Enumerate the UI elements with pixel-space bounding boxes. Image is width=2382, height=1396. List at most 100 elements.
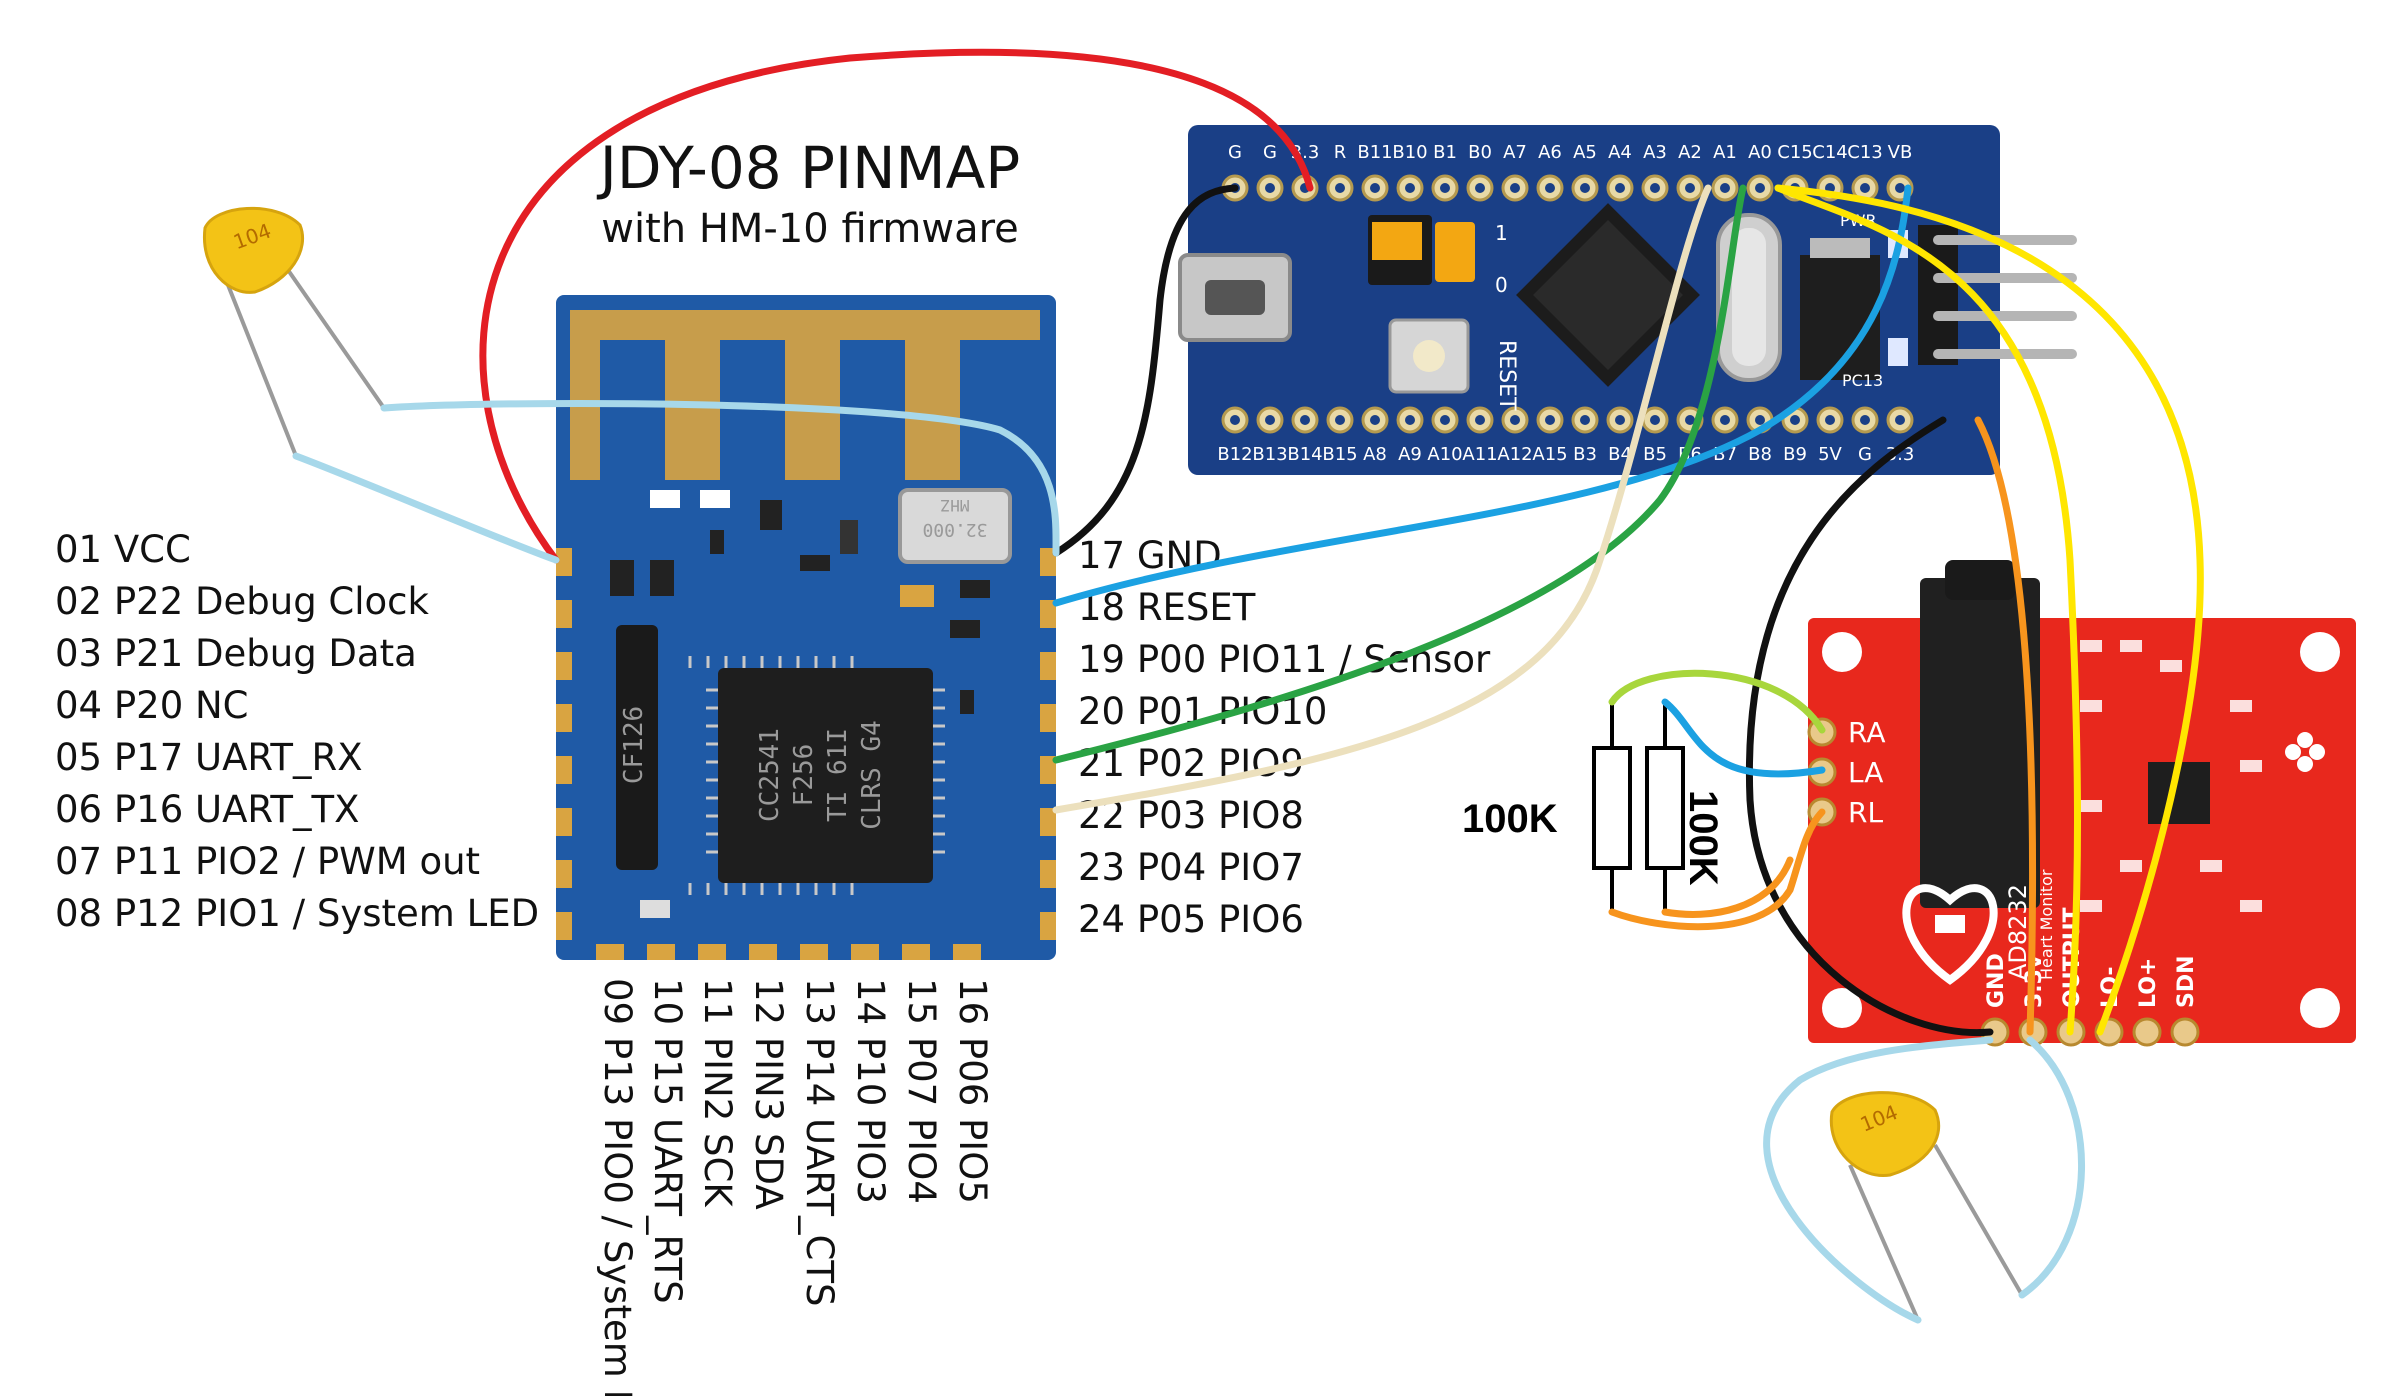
pin-label: 13 P14 UART_CTS: [798, 978, 841, 1306]
stm32-pin-label: C13: [1847, 142, 1882, 163]
stm32-pin-label: B15: [1322, 444, 1357, 465]
pad: [1040, 912, 1056, 940]
wire-vcc: [479, 48, 1314, 564]
ecg-board-name: AD8232: [2004, 884, 2032, 980]
jdy08-left-pin-labels: 01 VCC 02 P22 Debug Clock 03 P21 Debug D…: [55, 528, 539, 935]
pin-label: 15 P07 PIO4: [900, 978, 943, 1204]
crystal: 32.000 MHZ: [898, 488, 1012, 564]
pad: [556, 652, 572, 680]
stm32-pin-label: A8: [1363, 444, 1387, 465]
stm32-pin-label: G: [1228, 142, 1242, 163]
stm32-pin-label: VB: [1888, 142, 1913, 163]
pin-label: 23 P04 PIO7: [1078, 846, 1304, 889]
svg-text:32.000: 32.000: [922, 519, 987, 540]
pad: [749, 944, 777, 960]
ecg-input-label-rl: RL: [1848, 796, 1883, 829]
part-label: CF126: [619, 706, 649, 784]
svg-text:F256: F256: [789, 744, 819, 807]
wire-blue-la: [1661, 698, 1826, 778]
stm32-pin-label: B13: [1252, 444, 1287, 465]
pin-label: 10 P15 UART_RTS: [646, 978, 689, 1304]
stm32-pin-label: B12: [1217, 444, 1252, 465]
stm32-pin-label: A5: [1573, 142, 1597, 163]
pad: [1040, 652, 1056, 680]
pad: [556, 912, 572, 940]
pad: [556, 548, 572, 576]
stm32-pin-label: A11: [1462, 444, 1497, 465]
capacitor-right: 104: [1829, 1091, 2024, 1321]
wire-lime-ra: [1608, 669, 1826, 734]
pin-label: 03 P21 Debug Data: [55, 632, 417, 675]
ecg-pin-label: LO+: [2136, 958, 2161, 1008]
jdy08-module: 32.000 MHZ CF126 CC2541 F256 TI 61I CLRS…: [556, 295, 1056, 960]
stm32-pin-label: A4: [1608, 142, 1632, 163]
pin-label: 05 P17 UART_RX: [55, 736, 363, 779]
svg-text:PC13: PC13: [1842, 371, 1883, 390]
svg-text:TI 61I: TI 61I: [823, 728, 853, 822]
stm32-pin-label: B8: [1748, 444, 1772, 465]
wire-orange-rl-2: [1661, 856, 1794, 918]
wire-yellow-1: [1774, 184, 2204, 1036]
pin-label: 04 P20 NC: [55, 684, 249, 727]
stm32-pin-label: A10: [1427, 444, 1462, 465]
pad: [1040, 548, 1056, 576]
pin-label: 18 RESET: [1078, 586, 1256, 629]
pin-label: 14 P10 PIO3: [849, 978, 892, 1204]
resistor-label-2: 100K: [1681, 790, 1725, 886]
stm32-pin-label: A0: [1748, 142, 1772, 163]
pad: [647, 944, 675, 960]
stm32-pin-label: R: [1334, 142, 1347, 163]
stm32-pin-label: B0: [1468, 142, 1492, 163]
pin-label: 09 P13 PIO0 / System K: [596, 978, 639, 1396]
stm32-pin-label: A7: [1503, 142, 1527, 163]
pad: [556, 704, 572, 732]
pad: [1040, 704, 1056, 732]
stm32-pin-label: C15: [1777, 142, 1812, 163]
diagram-subtitle: with HM-10 firmware: [601, 206, 1019, 252]
pad: [556, 860, 572, 888]
header-pin: [2170, 1017, 2200, 1047]
diagram-title: JDY-08 PINMAP: [597, 134, 1020, 202]
pin-label: 11 PIN2 SCK: [696, 978, 739, 1208]
stm32-pin-label: 5V: [1818, 444, 1842, 465]
jdy08-bottom-pin-labels: 09 P13 PIO0 / System K 10 P15 UART_RTS 1…: [596, 978, 994, 1396]
pad: [556, 756, 572, 784]
svg-text:CC2541: CC2541: [755, 728, 785, 822]
pad: [596, 944, 624, 960]
pad: [556, 808, 572, 836]
stm32-pin-label: B10: [1392, 142, 1427, 163]
stm32-pin-label: A9: [1398, 444, 1422, 465]
wire-gnd-jdy: [1052, 184, 1239, 557]
pin-label: 02 P22 Debug Clock: [55, 580, 430, 623]
pin-label: 21 P02 PIO9: [1078, 742, 1304, 785]
pad: [902, 944, 930, 960]
stm32-pin-label: B5: [1643, 444, 1667, 465]
pin-label: 16 P06 PIO5: [951, 978, 994, 1204]
capacitor-left: 104: [202, 206, 386, 457]
wire-gnd-ecg: [1745, 416, 1994, 1037]
wire-cap-right-1: [1763, 1036, 1994, 1324]
stm32-board: 1 0 RESET PWR PC13: [1178, 125, 2077, 475]
stm32-pin-label: B9: [1783, 444, 1807, 465]
stm32-pin-label: A2: [1678, 142, 1702, 163]
stm32-pin-label: B1: [1433, 142, 1457, 163]
ecg-pin-label: GND: [1984, 953, 2009, 1008]
resistors: 100K 100K: [1462, 702, 1725, 912]
wire-cap-right-2: [2018, 1036, 2086, 1299]
pad: [556, 600, 572, 628]
svg-text:MHZ: MHZ: [940, 496, 969, 515]
stm32-pin-label: A6: [1538, 142, 1562, 163]
pin-label: 24 P05 PIO6: [1078, 898, 1304, 941]
stm32-pin-label: A15: [1532, 444, 1567, 465]
stm32-pin-label: A1: [1713, 142, 1737, 163]
stm32-pin-label: C14: [1812, 142, 1847, 163]
pin-label: 08 P12 PIO1 / System LED: [55, 892, 539, 935]
wire-yellow-2: [1774, 184, 2081, 1036]
ecg-input-label-la: LA: [1848, 756, 1883, 789]
wire-3v3-ecg: [1974, 416, 2037, 1036]
reset-button: RESET: [1388, 318, 1519, 411]
pad: [851, 944, 879, 960]
cc2541-chip: CC2541 F256 TI 61I CLRS G4: [688, 656, 945, 895]
